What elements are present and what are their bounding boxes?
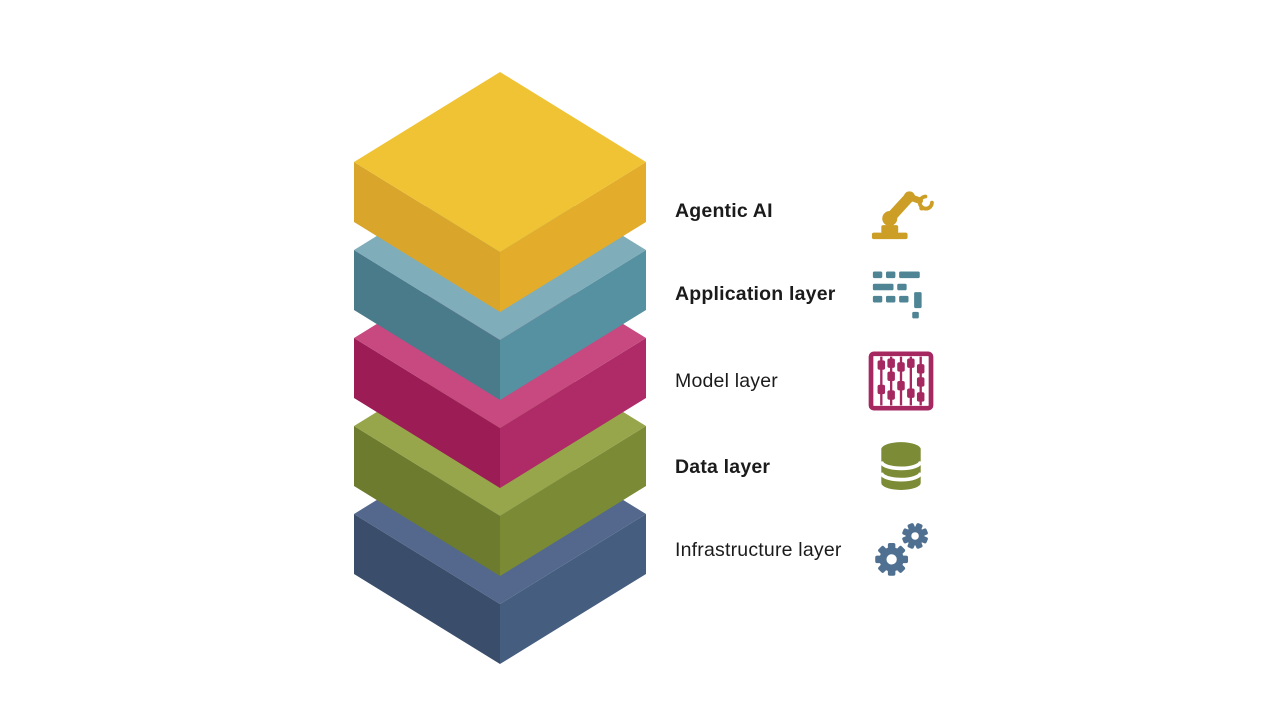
abacus-icon xyxy=(865,349,937,413)
dashboard-grid-icon-svg xyxy=(872,271,922,319)
application-left-face xyxy=(354,250,500,400)
layer-label-agentic-ai: Agentic AI xyxy=(675,199,773,222)
layer-label-data: Data layer xyxy=(675,455,771,478)
infrastructure-left-face xyxy=(354,514,500,664)
agentic-ai-right-face xyxy=(500,162,646,312)
gears-icon-svg xyxy=(875,523,928,576)
legend-row-model: Model layer xyxy=(675,349,937,413)
layer-label-infrastructure: Infrastructure layer xyxy=(675,538,842,561)
legend-row-infrastructure: Infrastructure layer xyxy=(675,518,937,582)
agentic-ai-top-face xyxy=(354,72,646,252)
data-left-face xyxy=(354,426,500,576)
database-icon-svg xyxy=(879,442,923,490)
layer-stack xyxy=(354,72,646,664)
abacus-icon-svg xyxy=(868,351,934,411)
agentic-ai-left-face xyxy=(354,162,500,312)
application-right-face xyxy=(500,250,646,400)
layer-label-model: Model layer xyxy=(675,369,778,392)
data-right-face xyxy=(500,426,646,576)
layer-block-agentic-ai xyxy=(354,72,646,312)
layer-label-application: Application layer xyxy=(675,282,836,305)
model-left-face xyxy=(354,338,500,488)
robot-arm-icon-svg xyxy=(871,191,934,240)
infrastructure-right-face xyxy=(500,514,646,664)
database-icon xyxy=(865,435,937,499)
dashboard-grid-icon xyxy=(865,262,937,326)
legend-row-application: Application layer xyxy=(675,262,937,326)
gears-icon xyxy=(865,518,937,582)
model-right-face xyxy=(500,338,646,488)
legend-row-agentic-ai: Agentic AI xyxy=(675,179,937,243)
robot-arm-icon xyxy=(865,179,937,243)
legend-row-data: Data layer xyxy=(675,435,937,499)
